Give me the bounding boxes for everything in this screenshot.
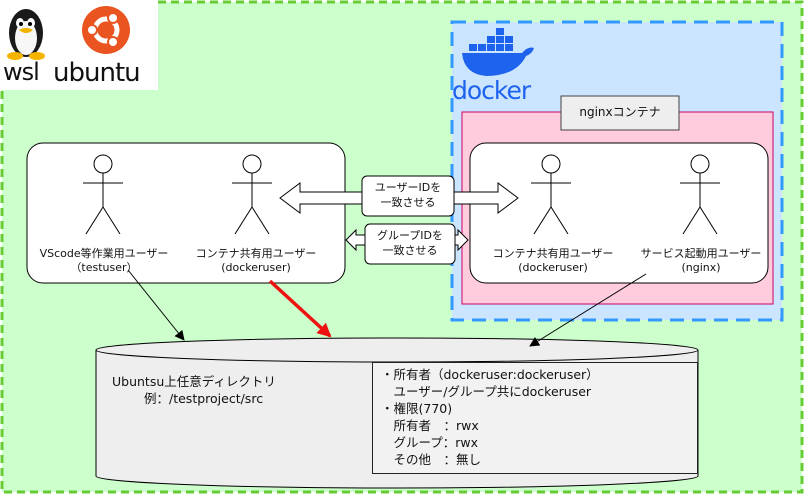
- info-line: ・権限(770): [381, 401, 453, 416]
- actor-service-user-icon: [680, 154, 720, 235]
- info-line: ユーザー/グループ共にdockeruser: [381, 384, 592, 399]
- service-user-label: サービス起動用ユーザー: [640, 247, 762, 260]
- actor-vscode-user-icon: [83, 154, 123, 235]
- nginx-container-label-box: [560, 95, 680, 131]
- vscode-user-sub: （testuser）: [70, 261, 138, 274]
- service-user-sub: (nginx): [681, 261, 721, 274]
- host-shared-user-sub: (dockeruser): [221, 261, 291, 274]
- uid-label-line2: 一致させる: [380, 196, 436, 209]
- storage-title: Ubuntsu上任意ディレクトリ: [112, 374, 276, 389]
- vscode-to-storage-arrow: [127, 269, 185, 341]
- gid-label-line2: 一致させる: [382, 244, 438, 257]
- container-users-box: [469, 142, 769, 284]
- ubuntu-logo-text: ubuntu: [53, 58, 141, 88]
- ubuntu-logo-icon: [82, 6, 130, 54]
- info-line: 所有者 ：rwx: [381, 418, 479, 433]
- info-line: ・所有者（dockeruser:dockeruser）: [381, 367, 599, 382]
- permissions-info-box: ・所有者（dockeruser:dockeruser） ユーザー/グループ共にd…: [372, 362, 698, 474]
- actor-container-shared-user-icon: [531, 154, 571, 235]
- uid-label-line1: ユーザーIDを: [374, 181, 442, 194]
- host-users-box: [26, 142, 346, 284]
- wsl-logo-text: wsl: [3, 58, 40, 86]
- nginx-container-label: nginxコンテナ: [579, 105, 661, 119]
- container-shared-user-label: コンテナ共有用ユーザー: [492, 247, 614, 260]
- uid-label-box: [361, 175, 455, 217]
- shared-user-to-storage-arrow: [268, 279, 332, 338]
- actor-host-shared-user-icon: [232, 154, 272, 235]
- storage-cylinder-top: [95, 337, 699, 363]
- docker-whale-icon: [462, 28, 534, 76]
- tux-icon: [7, 9, 45, 60]
- gid-label-box: [364, 223, 456, 265]
- vscode-user-label: VScode等作業用ユーザー: [39, 247, 169, 260]
- info-line: グループ：rwx: [381, 435, 479, 450]
- info-line: その他 ：無し: [381, 452, 482, 467]
- container-shared-user-sub: (dockeruser): [518, 261, 588, 274]
- nginx-to-storage-arrow: [529, 273, 647, 347]
- host-shared-user-label: コンテナ共有用ユーザー: [195, 247, 317, 260]
- gid-label-line1: グループIDを: [376, 229, 444, 242]
- storage-example: 例：/testproject/src: [144, 391, 264, 406]
- docker-logo-text: docker: [452, 76, 531, 105]
